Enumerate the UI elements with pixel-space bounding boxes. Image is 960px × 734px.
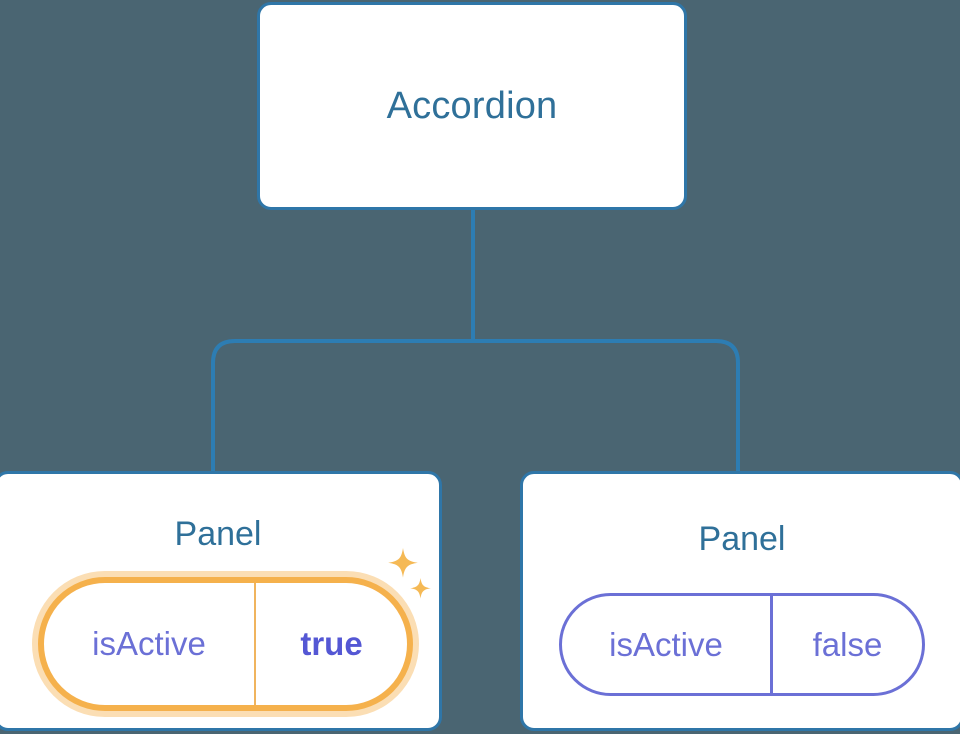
- node-panel-left-title: Panel: [174, 515, 262, 553]
- prop-pill-isactive-true[interactable]: isActive true: [38, 577, 413, 711]
- sparkle-small-icon: [410, 578, 431, 599]
- prop-value-false: false: [812, 625, 883, 663]
- node-panel-left[interactable]: Panel isActive true: [0, 471, 442, 731]
- connector-branch-right: [473, 339, 740, 471]
- node-accordion-title: Accordion: [386, 85, 558, 127]
- node-panel-right-title: Panel: [698, 520, 786, 558]
- prop-value-true: true: [300, 625, 363, 662]
- sparkle-icon: [388, 548, 418, 578]
- prop-key-isactive: isActive: [562, 596, 773, 693]
- prop-pill-isactive-false[interactable]: isActive false: [559, 593, 925, 696]
- node-panel-right[interactable]: Panel isActive false: [520, 471, 960, 731]
- node-accordion[interactable]: Accordion: [257, 2, 687, 210]
- connector-branch-left: [211, 339, 473, 471]
- prop-key-isactive: isActive: [44, 583, 256, 705]
